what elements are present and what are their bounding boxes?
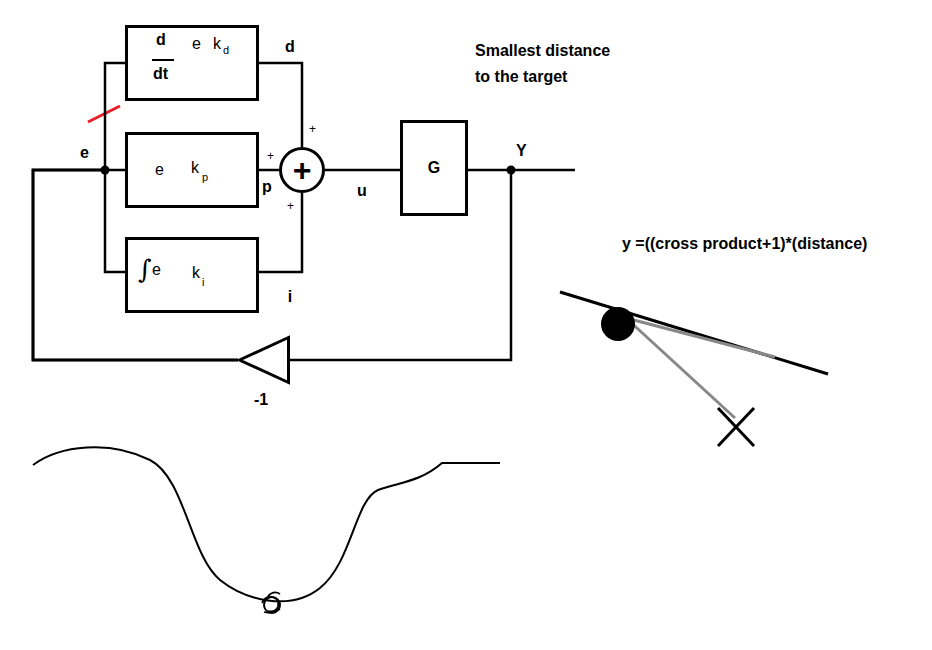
- node-text: e: [152, 262, 161, 278]
- junction-circle: [281, 149, 324, 192]
- signal-wire: [33, 170, 238, 360]
- signal-name: Y: [516, 143, 527, 159]
- formula-text: y =((cross product+1)*(distance): [622, 236, 867, 252]
- target-mark: [718, 408, 754, 446]
- node-text: dt: [153, 66, 168, 82]
- node-text: e: [155, 162, 164, 178]
- signal-wire: [33, 63, 238, 360]
- gain-triangle: -1: [238, 336, 290, 384]
- note-text: Smallest distance to the target: [475, 38, 623, 90]
- node-text: k: [192, 265, 200, 281]
- node-text: d: [156, 32, 166, 48]
- target-mark: [718, 408, 754, 446]
- gain-symbol: [240, 338, 289, 383]
- signal-wire: [259, 193, 302, 272]
- output-wire: [511, 169, 575, 172]
- node-text: ∫: [138, 256, 152, 282]
- summing-junction: +: [279, 147, 325, 193]
- sign-label: +: [287, 200, 294, 212]
- signal-wire: [259, 63, 302, 147]
- derivative-box: ddtekd: [125, 25, 259, 101]
- fraction-bar: [152, 59, 174, 61]
- signal-name: e: [80, 145, 89, 161]
- node-text: i: [202, 277, 204, 288]
- triangle-outline: [238, 336, 290, 384]
- integral-box: ∫e ki: [125, 237, 259, 313]
- path-line: [560, 292, 828, 374]
- signal-name: p: [261, 179, 273, 195]
- signal-name: u: [356, 183, 368, 199]
- node-text: k: [191, 160, 199, 176]
- node-text: k: [213, 36, 221, 52]
- signal-wire: [325, 169, 400, 172]
- signal-name: d: [284, 39, 296, 55]
- vehicle-dot: [601, 307, 635, 341]
- node-text: +: [293, 154, 312, 186]
- signal-wire: [33, 170, 238, 360]
- target-line: [626, 318, 735, 418]
- sign-label: +: [309, 123, 316, 135]
- sign-label: +: [267, 150, 274, 162]
- node-text: e: [192, 36, 201, 52]
- terrain-curve: [33, 447, 500, 601]
- node-text: d: [223, 45, 229, 56]
- node-text: G: [428, 160, 440, 176]
- signal-wire: [259, 169, 279, 172]
- signal-name: i: [287, 289, 293, 305]
- node-text: -1: [254, 392, 268, 408]
- ball-scribble: [262, 592, 280, 612]
- proportional-box: e kp: [125, 132, 259, 208]
- plant-box: G: [400, 120, 468, 216]
- node-text: p: [202, 172, 208, 183]
